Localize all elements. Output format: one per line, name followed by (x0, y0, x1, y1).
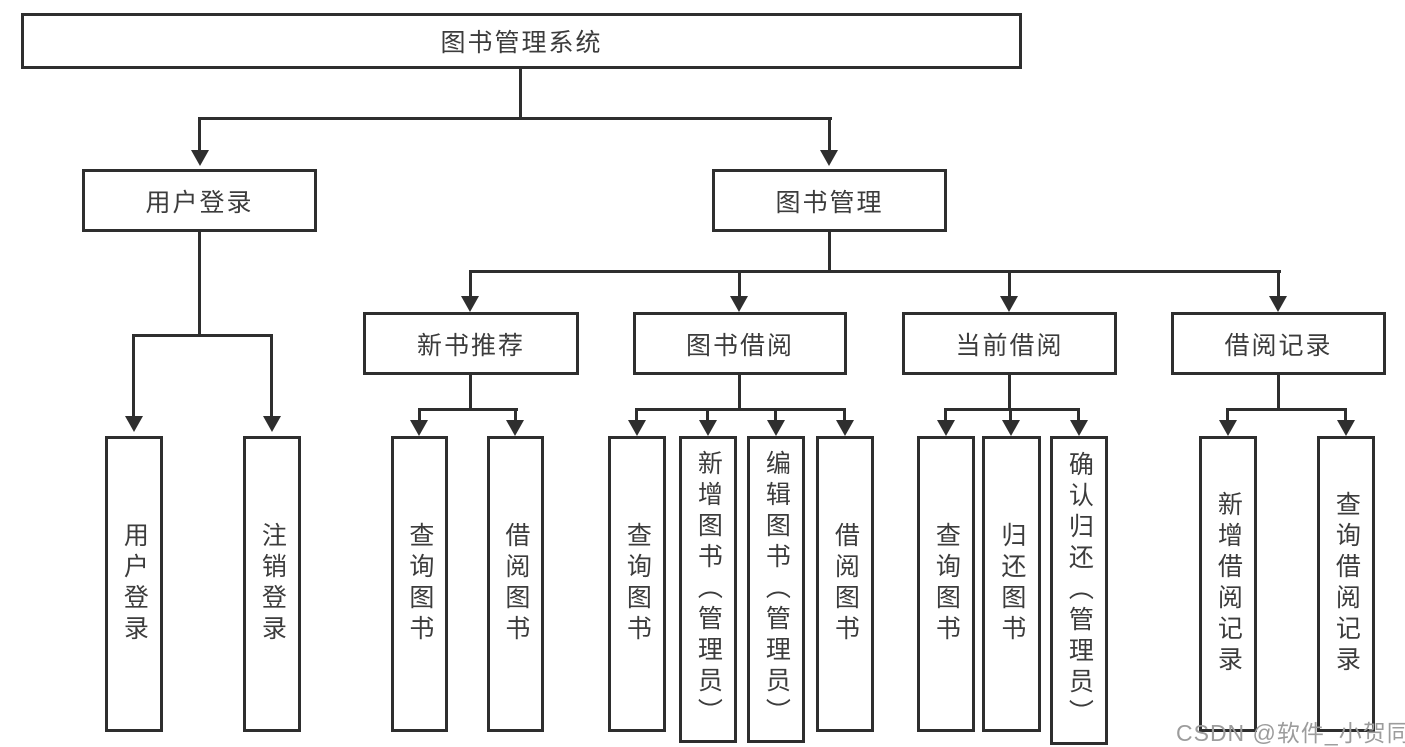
csdn-watermark: CSDN @软件_小贺同学 (1176, 720, 1405, 746)
connector-line (1008, 270, 1011, 296)
arrowhead-down-icon (628, 420, 646, 436)
connector-line (738, 375, 741, 409)
connector-line (774, 408, 777, 420)
connector-line (469, 270, 1281, 273)
connector-line (843, 408, 846, 420)
node-user-login: 用户登录 (82, 169, 317, 232)
connector-line (1226, 408, 1229, 420)
connector-line (828, 232, 831, 273)
arrowhead-down-icon (1002, 420, 1020, 436)
connector-line (469, 375, 472, 409)
connector-line (418, 408, 421, 420)
leaf-logout: 注销登录 (243, 436, 301, 732)
connector-line (738, 270, 741, 296)
arrowhead-down-icon (461, 296, 479, 312)
leaf-borrow-books: 借阅图书 (816, 436, 874, 732)
connector-line (270, 334, 273, 416)
connector-line (198, 232, 201, 335)
leaf-query-books: 查询图书 (391, 436, 448, 732)
connector-line (132, 334, 135, 416)
arrowhead-down-icon (410, 420, 428, 436)
connector-line (1008, 375, 1011, 409)
arrowhead-down-icon (263, 416, 281, 432)
arrowhead-down-icon (1219, 420, 1237, 436)
node-book-management: 图书管理 (712, 169, 947, 232)
arrowhead-down-icon (1070, 420, 1088, 436)
connector-line (635, 408, 846, 411)
leaf-return-books: 归还图书 (982, 436, 1041, 732)
leaf-user-login: 用户登录 (105, 436, 163, 732)
arrowhead-down-icon (506, 420, 524, 436)
leaf-add-books-admin: 新增图书（管理员） (679, 436, 737, 743)
node-new-book-recommend: 新书推荐 (363, 312, 579, 375)
connector-line (1277, 375, 1280, 409)
connector-line (1344, 408, 1347, 420)
leaf-query-borrow-record: 查询借阅记录 (1317, 436, 1375, 732)
leaf-query-books: 查询图书 (917, 436, 975, 732)
connector-line (469, 270, 472, 296)
arrowhead-down-icon (191, 150, 209, 166)
connector-line (198, 117, 201, 150)
arrowhead-down-icon (767, 420, 785, 436)
node-library-management-system: 图书管理系统 (21, 13, 1022, 69)
arrowhead-down-icon (1269, 296, 1287, 312)
arrowhead-down-icon (820, 150, 838, 166)
leaf-add-borrow-record: 新增借阅记录 (1199, 436, 1257, 732)
connector-line (1009, 408, 1012, 420)
arrowhead-down-icon (730, 296, 748, 312)
connector-line (828, 117, 831, 150)
connector-line (944, 408, 1080, 411)
connector-line (198, 117, 832, 120)
connector-line (132, 334, 273, 337)
connector-line (1277, 270, 1280, 296)
arrowhead-down-icon (1000, 296, 1018, 312)
arrowhead-down-icon (836, 420, 854, 436)
arrowhead-down-icon (125, 416, 143, 432)
connector-line (944, 408, 947, 420)
connector-line (519, 69, 522, 118)
connector-line (418, 408, 518, 411)
arrowhead-down-icon (1337, 420, 1355, 436)
node-book-borrowing: 图书借阅 (633, 312, 847, 375)
leaf-edit-books-admin: 编辑图书（管理员） (747, 436, 805, 743)
arrowhead-down-icon (937, 420, 955, 436)
leaf-confirm-return-admin: 确认归还（管理员） (1050, 436, 1108, 745)
connector-line (635, 408, 638, 420)
connector-line (514, 408, 517, 420)
connector-line (706, 408, 709, 420)
node-current-borrowing: 当前借阅 (902, 312, 1117, 375)
leaf-query-books: 查询图书 (608, 436, 666, 732)
arrowhead-down-icon (699, 420, 717, 436)
node-borrowing-records: 借阅记录 (1171, 312, 1386, 375)
connector-line (1226, 408, 1347, 411)
connector-line (1077, 408, 1080, 420)
leaf-borrow-books: 借阅图书 (487, 436, 544, 732)
